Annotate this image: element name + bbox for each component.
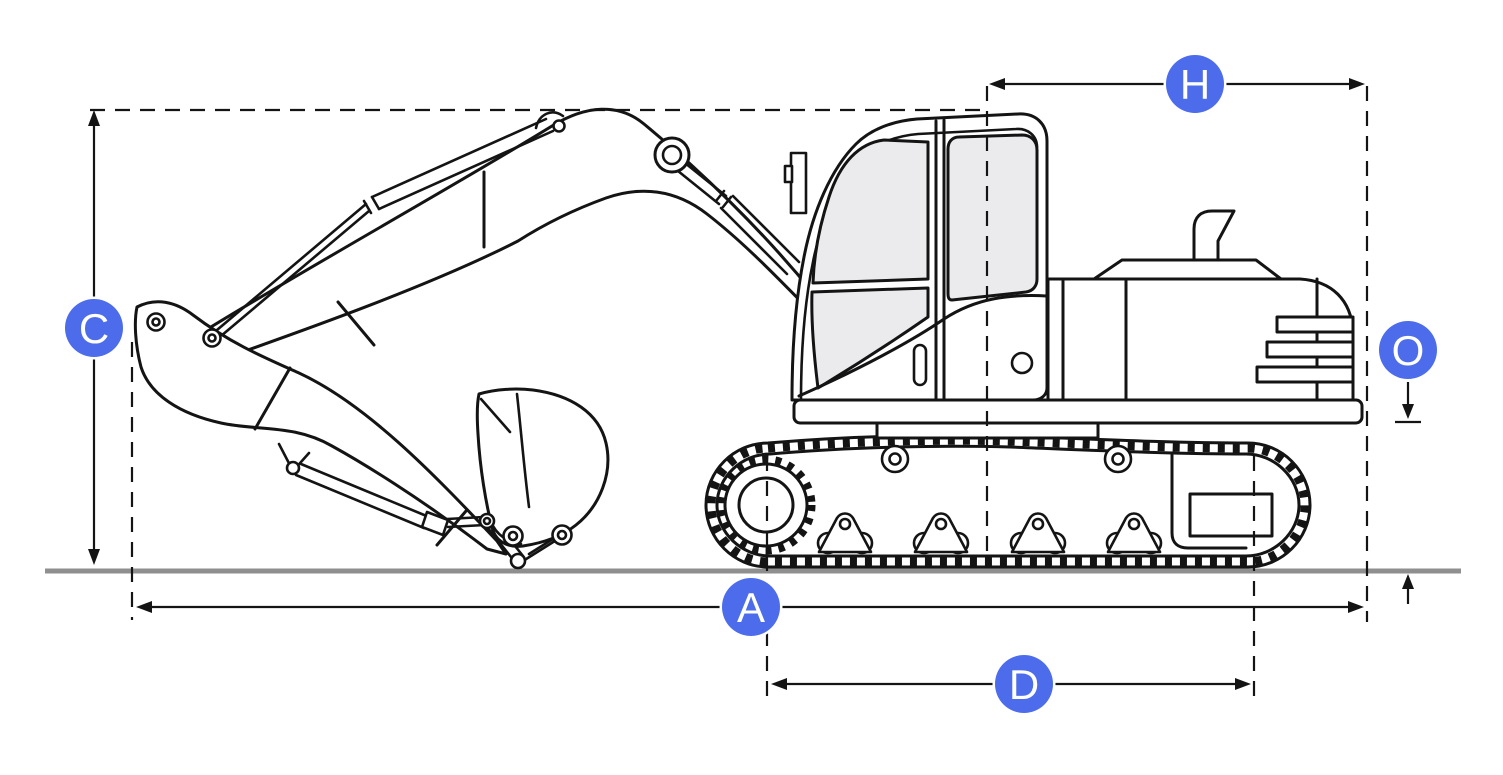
dimension-badge-o xyxy=(1379,321,1437,379)
dimension-a: A xyxy=(136,575,1364,639)
arrowhead-up xyxy=(88,110,100,126)
windshield-upper xyxy=(811,138,930,285)
track-assembly xyxy=(704,433,1312,569)
arm-cylinder-pin xyxy=(552,119,566,133)
dimension-annotations: C H O A xyxy=(62,52,1440,716)
arrowhead-right xyxy=(1348,601,1364,613)
arrowhead-right xyxy=(1349,78,1365,90)
dimension-label-o: O xyxy=(1392,327,1425,374)
idler-frame xyxy=(1170,453,1274,550)
drive-sprocket xyxy=(716,455,816,555)
arrowhead-left xyxy=(771,678,787,690)
arm-cylinder xyxy=(215,111,566,338)
arrowhead-left xyxy=(136,601,152,613)
bucket-cylinder xyxy=(277,442,487,537)
dimension-badge-a xyxy=(722,578,780,636)
dimension-o: O xyxy=(1376,318,1440,604)
engine-compartment xyxy=(1046,209,1355,402)
arm xyxy=(133,300,508,556)
engine-hood xyxy=(1092,258,1283,281)
track-rollers xyxy=(816,512,1163,555)
boom-cylinder-pin-inner xyxy=(661,144,683,166)
arrowhead-up xyxy=(1402,574,1414,589)
dimension-label-a: A xyxy=(737,584,765,631)
upper-frame-deck xyxy=(792,398,1364,425)
dimension-badge-c xyxy=(65,299,123,357)
bracket-notch xyxy=(783,164,794,184)
dimension-badge-h xyxy=(1166,55,1224,113)
dimension-h: H xyxy=(989,52,1365,116)
door-handle xyxy=(912,343,928,387)
bucket-cylinder-pin xyxy=(285,460,301,476)
bucket xyxy=(475,387,610,548)
dimension-badge-d xyxy=(995,655,1053,713)
rear-steps xyxy=(1255,315,1355,384)
dimension-c: C xyxy=(62,110,126,565)
boom-mount-bracket xyxy=(789,151,808,215)
door-window xyxy=(946,133,1039,302)
cab xyxy=(783,112,1049,402)
arrowhead-right xyxy=(1235,678,1251,690)
arrowhead-left xyxy=(989,78,1005,90)
linkage-pins xyxy=(478,512,573,570)
boom xyxy=(204,107,860,358)
dimension-label-c: C xyxy=(79,305,109,352)
arrowhead-down xyxy=(88,549,100,565)
exhaust-stack xyxy=(1192,209,1236,262)
carrier-rollers xyxy=(880,444,1133,474)
boom-cylinder xyxy=(653,136,801,276)
arrowhead-down xyxy=(1402,404,1414,419)
track-cleats xyxy=(706,435,1310,567)
dimension-d: D xyxy=(771,652,1251,716)
excavator-drawing xyxy=(133,107,1364,570)
cab-port-circle xyxy=(1010,351,1034,375)
dimension-label-d: D xyxy=(1009,661,1039,708)
dimension-label-h: H xyxy=(1180,61,1210,108)
